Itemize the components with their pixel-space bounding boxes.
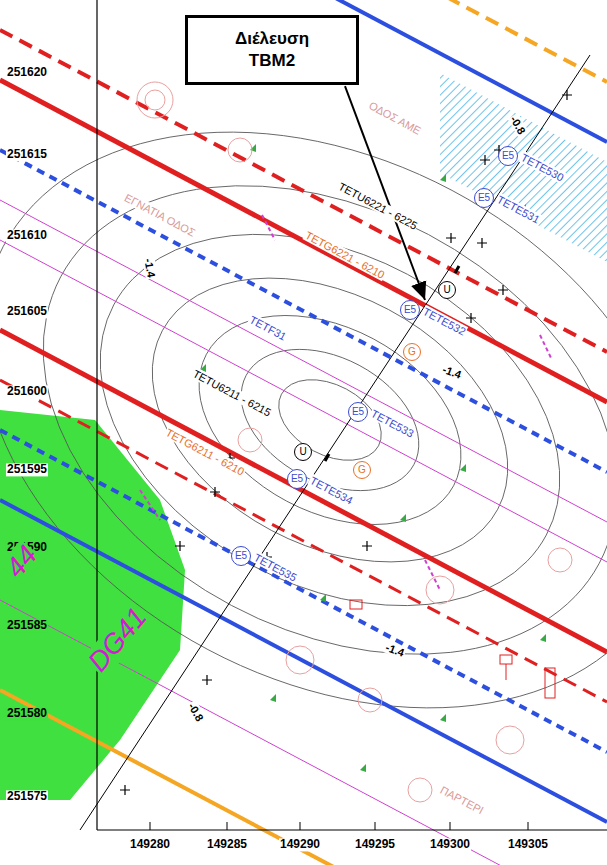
axis-value: 149285 bbox=[206, 838, 248, 851]
marker-circle: E5TETE534 bbox=[287, 469, 307, 489]
marker-circle: E5TETE530 bbox=[498, 146, 518, 166]
axis-value: 251580 bbox=[6, 707, 48, 720]
marker-circle: E5TETE533 bbox=[348, 402, 368, 422]
axis-value: 149280 bbox=[129, 838, 171, 851]
contour-value: -0.8 bbox=[508, 113, 529, 137]
point-code: TETE535 bbox=[251, 551, 299, 584]
marker-code: E5 bbox=[352, 407, 364, 417]
axis-value: 149290 bbox=[279, 838, 321, 851]
marker-code: U bbox=[443, 285, 450, 295]
marker-code: E5 bbox=[291, 474, 303, 484]
marker-circle: E5TETE535 bbox=[231, 546, 251, 566]
line-code: TETU6211 - 6215 bbox=[190, 367, 274, 419]
marker-code: E5 bbox=[478, 193, 490, 203]
hatched-area bbox=[440, 73, 607, 262]
street-furniture bbox=[350, 600, 555, 698]
axis-value: 251615 bbox=[6, 148, 48, 161]
axis-value: 251585 bbox=[6, 619, 48, 632]
area-code: DG41 bbox=[82, 601, 154, 678]
axis-value: 149300 bbox=[429, 838, 471, 851]
tree-symbols bbox=[137, 82, 572, 802]
marker-circle: U bbox=[438, 281, 456, 299]
marker-circle: E5TETE531 bbox=[474, 188, 494, 208]
marker-circle: U bbox=[294, 443, 312, 461]
point-code: TETE530 bbox=[518, 151, 566, 184]
axis-value: 251600 bbox=[6, 385, 48, 398]
line-code: TETG6211 - 6210 bbox=[163, 426, 247, 479]
axis-value: 251620 bbox=[6, 66, 48, 79]
street-name: ΕΓΝΑΤΙΑ ΟΔΟΣ bbox=[122, 191, 199, 239]
point-code: TETE532 bbox=[420, 305, 468, 338]
line-code: TETU6221 - 6225 bbox=[336, 180, 421, 233]
axis-value: 149305 bbox=[507, 838, 549, 851]
marker-code: G bbox=[358, 465, 366, 475]
line-code: TETF31 bbox=[247, 313, 290, 343]
contour-value: -0.8 bbox=[186, 700, 207, 724]
frame bbox=[97, 0, 607, 830]
contour-value: -1.4 bbox=[383, 641, 407, 660]
contours bbox=[0, 17, 607, 824]
marker-code: E5 bbox=[404, 305, 416, 315]
line-code: TETG6221 - 6210 bbox=[302, 229, 387, 282]
contour-value: -1.4 bbox=[440, 363, 464, 382]
marker-circle: E5TETE532 bbox=[400, 300, 420, 320]
marker-code: E5 bbox=[502, 151, 514, 161]
callout-box: Διέλευση TBM2 bbox=[185, 15, 359, 85]
marker-code: U bbox=[299, 447, 306, 457]
survey-crosses bbox=[120, 90, 572, 795]
green-area bbox=[0, 410, 185, 800]
street-name: ΠΑΡΤΕΡΙ bbox=[437, 783, 486, 817]
axis-value: 251575 bbox=[6, 790, 48, 803]
point-code: TETE531 bbox=[494, 193, 542, 226]
marker-circle: G bbox=[403, 343, 421, 361]
tbm-axis bbox=[80, 55, 590, 830]
callout-text: Διέλευση TBM2 bbox=[216, 28, 328, 72]
marker-circle: G bbox=[353, 461, 371, 479]
axis-value: 251595 bbox=[6, 463, 48, 476]
axis-value: 251605 bbox=[6, 305, 48, 318]
marker-code: E5 bbox=[235, 551, 247, 561]
street-name: ΟΔΟΣ ΑΜΕ bbox=[366, 99, 424, 137]
point-code: TETE534 bbox=[307, 474, 355, 507]
point-code: TETE533 bbox=[368, 407, 416, 440]
contour-value: -1.4 bbox=[142, 257, 158, 280]
axis-value: 251610 bbox=[6, 229, 48, 242]
section-marks bbox=[140, 215, 552, 590]
axis-value: 149295 bbox=[354, 838, 396, 851]
marker-code: G bbox=[408, 347, 416, 357]
axis-ticks bbox=[325, 266, 459, 461]
